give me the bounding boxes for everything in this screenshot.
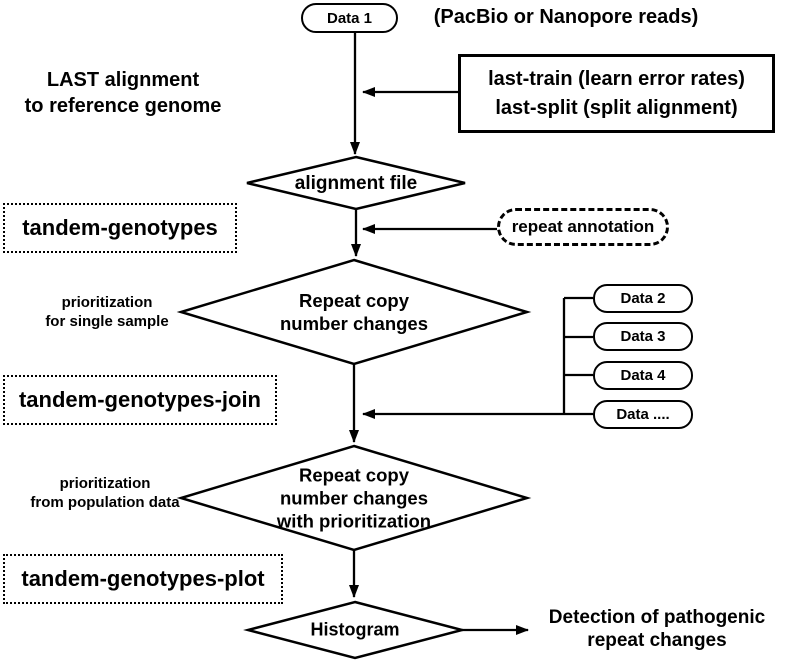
prioritization-population-line1: prioritization	[59, 475, 151, 492]
detection-line2: repeat changes	[587, 630, 727, 651]
tandem-genotypes-plot-box: tandem-genotypes-plot	[3, 554, 283, 604]
prioritization-population-line2: from population data	[30, 494, 180, 511]
repeat-copy-prioritized-line2: number changes	[279, 487, 429, 509]
detection-line1: Detection of pathogenic	[548, 607, 766, 628]
last-alignment-label: LAST alignment to reference genome	[25, 67, 222, 119]
data4-label: Data 4	[620, 367, 666, 384]
repeat-copy-line1: Repeat copy	[298, 290, 410, 311]
prioritization-population-label: prioritization from population data	[30, 474, 179, 512]
data-more-node: Data ....	[593, 400, 693, 429]
data2-node: Data 2	[593, 284, 693, 313]
data3-label: Data 3	[620, 328, 666, 345]
data2-label: Data 2	[620, 290, 666, 307]
tandem-genotypes-join-box: tandem-genotypes-join	[3, 375, 277, 425]
prioritization-single-line2: for single sample	[45, 313, 169, 330]
repeat-copy-line2: number changes	[279, 313, 429, 334]
repeat-copy-prioritized-line1: Repeat copy	[298, 464, 409, 486]
last-alignment-line1: LAST alignment	[46, 69, 200, 91]
prioritization-single-label: prioritization for single sample	[45, 293, 168, 331]
last-alignment-line2: to reference genome	[24, 95, 222, 117]
repeat-annotation-label: repeat annotation	[511, 217, 655, 236]
data3-node: Data 3	[593, 322, 693, 351]
tandem-genotypes-box: tandem-genotypes	[3, 203, 237, 253]
data1-node: Data 1	[301, 3, 398, 33]
data4-node: Data 4	[593, 361, 693, 390]
prioritization-single-line1: prioritization	[61, 294, 153, 311]
repeat-copy-prioritized-line3: with prioritization	[276, 510, 432, 532]
detection-label: Detection of pathogenic repeat changes	[549, 606, 765, 652]
tandem-genotypes-label: tandem-genotypes	[22, 215, 218, 240]
repeat-copy-label: Repeat copy number changes	[280, 289, 428, 335]
histogram-diamond	[243, 600, 467, 660]
repeat-annotation-node: repeat annotation	[497, 208, 669, 246]
reads-note-label: (PacBio or Nanopore reads)	[433, 6, 699, 28]
alignment-file-label: alignment file	[294, 173, 418, 194]
tandem-genotypes-plot-label: tandem-genotypes-plot	[21, 566, 265, 591]
last-split-label: last-split (split alignment)	[495, 96, 738, 119]
repeat-copy-prioritized-label: Repeat copy number changes with prioriti…	[277, 464, 431, 533]
data1-label: Data 1	[326, 9, 373, 27]
data-more-label: Data ....	[616, 406, 670, 423]
last-train-label: last-train (learn error rates)	[488, 67, 745, 90]
tandem-genotypes-join-label: tandem-genotypes-join	[18, 387, 261, 412]
last-tools-box: last-train (learn error rates) last-spli…	[458, 54, 775, 133]
histogram-label: Histogram	[310, 619, 400, 640]
